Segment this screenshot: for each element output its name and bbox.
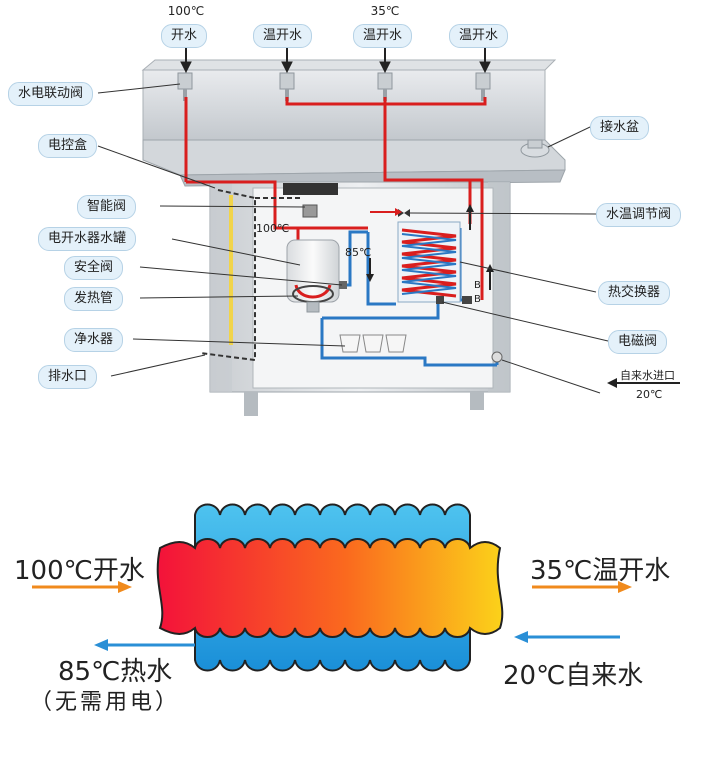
marker-b-2: B (474, 294, 481, 305)
boiler-tank (286, 239, 347, 313)
callout-heat-exchanger: 热交换器 (598, 281, 671, 305)
hot-out-note: （无需用电） (30, 690, 181, 715)
inlet-label: 自来水进口 (620, 369, 675, 382)
tap-label-warm-3: 温开水 (449, 24, 509, 48)
heat-exchange-figure (156, 503, 504, 672)
exchange-arrows (32, 581, 632, 651)
dispenser-body (141, 59, 566, 416)
callout-boiler-tank: 电开水器水罐 (38, 227, 137, 251)
callout-smart-valve: 智能阀 (77, 195, 137, 219)
hot-wavy-band (156, 538, 504, 638)
water-purifier (339, 334, 407, 353)
tank-temp-label: 100℃ (256, 222, 290, 235)
flow-arrows (366, 204, 494, 290)
inlet-temp-label: 20℃ (636, 388, 663, 401)
tap-label-warm-2: 温开水 (353, 24, 413, 48)
callout-temp-valve: 水温调节阀 (596, 203, 682, 227)
callout-valve-linkage: 水电联动阀 (8, 82, 94, 106)
tap-4 (475, 72, 491, 101)
callout-control-box: 电控盒 (38, 134, 98, 158)
tap-label-warm-1: 温开水 (253, 24, 313, 48)
callout-purifier: 净水器 (64, 328, 124, 352)
callout-solenoid-valve: 电磁阀 (608, 330, 668, 354)
hot-out-label: 85℃热水 (58, 657, 173, 687)
hot-in-label: 100℃开水 (14, 556, 145, 586)
hot-water-pipes (184, 97, 487, 300)
exchanger-temp-label: 85℃ (345, 246, 372, 259)
callout-heating-tube: 发热管 (64, 287, 124, 311)
tap-label-boiling: 开水 (161, 24, 208, 48)
callout-drain: 排水口 (38, 365, 98, 389)
tap-1 (177, 72, 193, 101)
temp-100-label: 100℃ (167, 4, 205, 18)
cold-in-label: 20℃自来水 (503, 661, 644, 691)
drip-tray-tap (520, 139, 550, 158)
callout-safety-valve: 安全阀 (64, 256, 124, 280)
inlet-arrow (607, 378, 680, 388)
taps (177, 72, 491, 101)
control-wiring (199, 189, 300, 362)
callout-drip-tray: 接水盆 (590, 116, 650, 140)
leader-lines (97, 83, 609, 394)
warm-out-label: 35℃温开水 (530, 556, 671, 586)
heat-exchanger-coil (397, 221, 461, 303)
temp-35-label: 35℃ (370, 4, 400, 18)
valves (302, 204, 503, 363)
marker-b-1: B (474, 280, 481, 291)
